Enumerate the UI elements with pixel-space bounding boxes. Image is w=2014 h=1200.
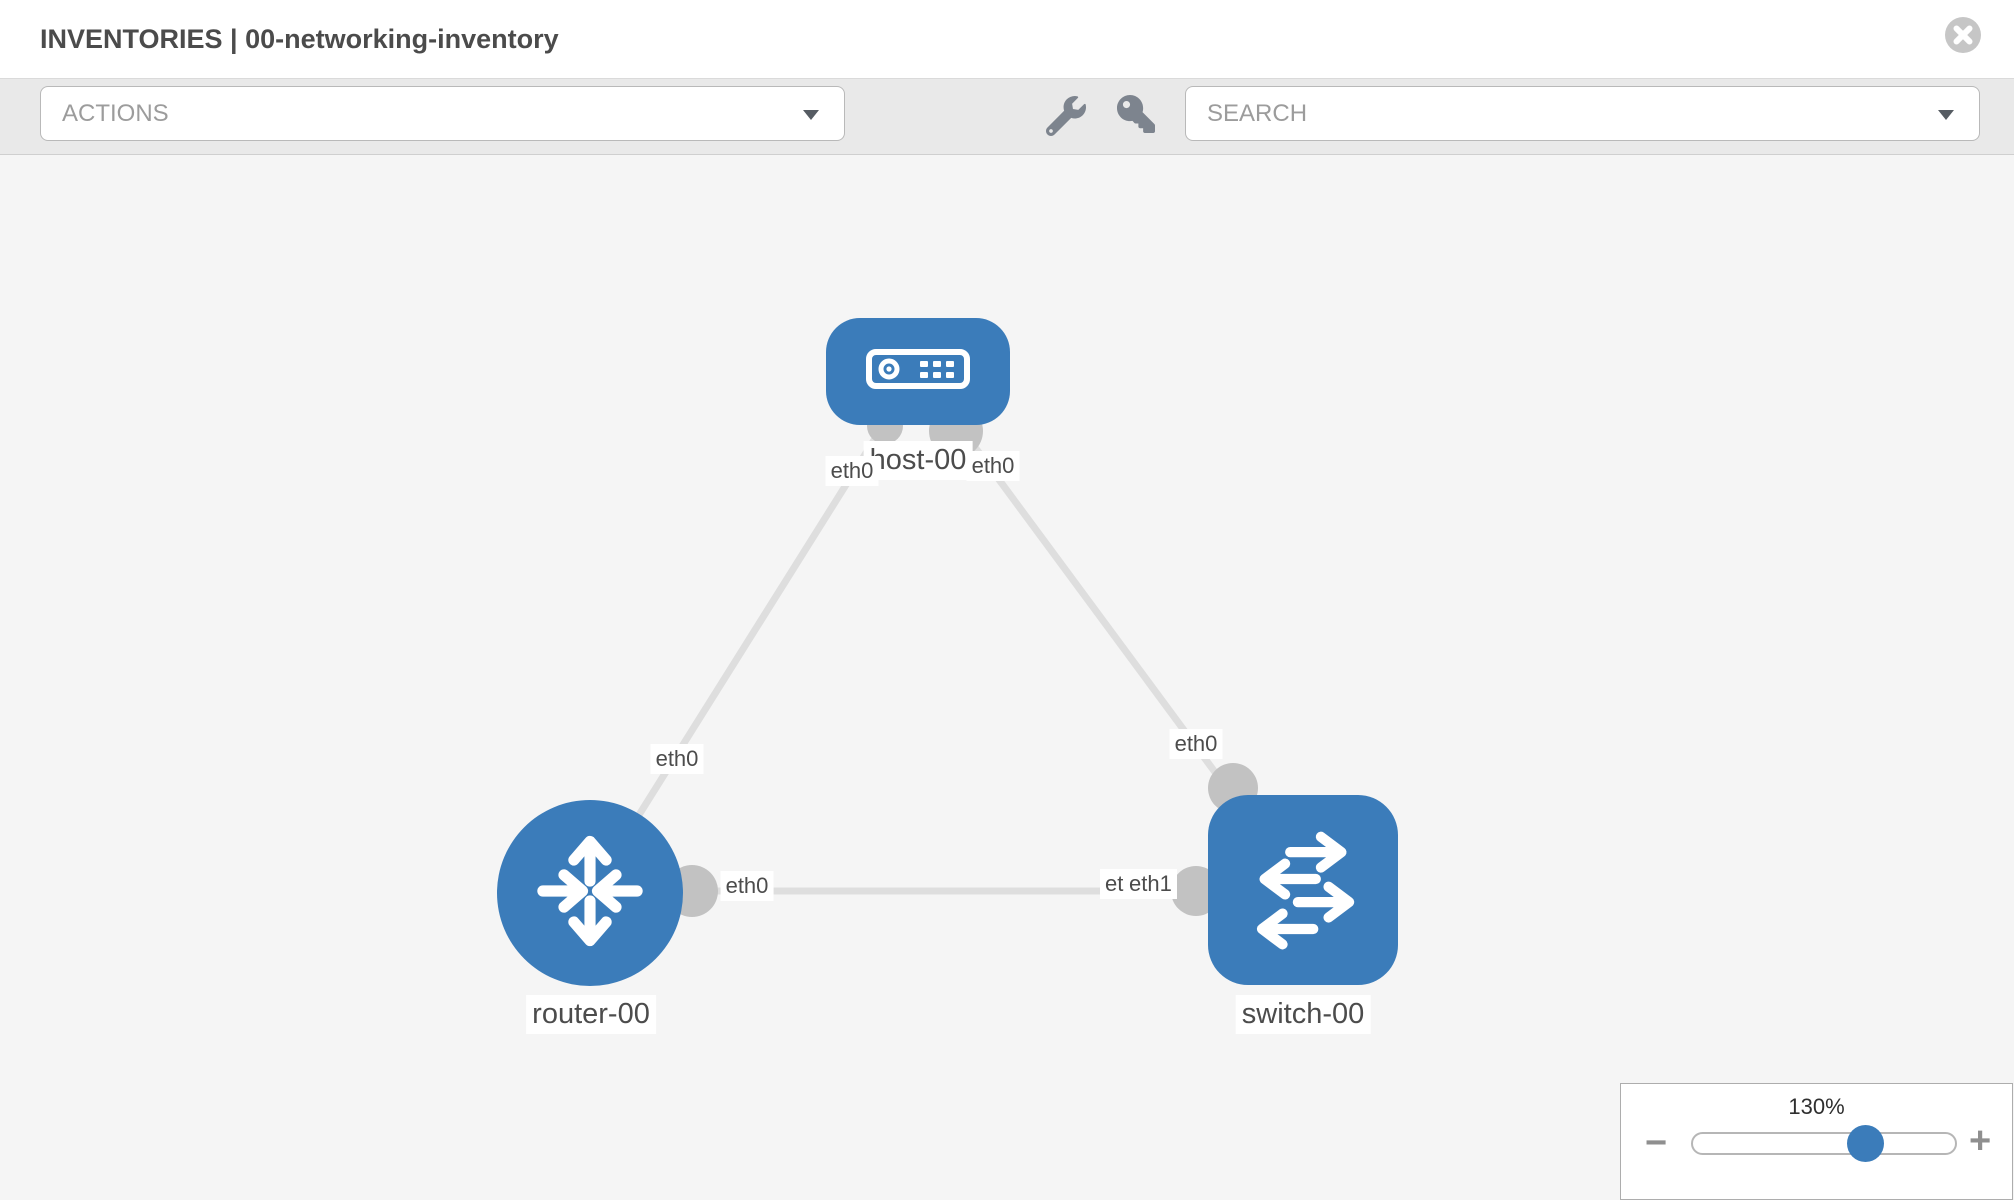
host-icon <box>865 348 971 395</box>
zoom-control-panel: 130% − + <box>1620 1083 2013 1200</box>
credentials-button[interactable] <box>1115 94 1157 136</box>
links-layer <box>587 367 1305 917</box>
iface-label-host-eth0-left: eth0 <box>825 456 879 486</box>
search-dropdown[interactable]: SEARCH <box>1185 86 1980 141</box>
close-button[interactable] <box>1944 16 1982 54</box>
node-router-00[interactable] <box>497 800 683 986</box>
wrench-icon <box>1045 96 1086 139</box>
iface-label-router-eth0-right: eth0 <box>720 871 774 901</box>
switch-icon <box>1239 824 1367 957</box>
zoom-level-value: 130% <box>1788 1094 1845 1119</box>
router-icon <box>528 829 652 958</box>
iface-label-switch-eth0-top: eth0 <box>1169 729 1223 759</box>
chevron-down-icon <box>803 110 819 120</box>
iface-label-host-eth0-right: eth0 <box>966 451 1020 481</box>
header-bar: INVENTORIES | 00-networking-inventory <box>0 0 2014 78</box>
page-title: INVENTORIES | 00-networking-inventory <box>40 24 559 54</box>
key-icon <box>1117 94 1155 136</box>
zoom-out-button[interactable]: − <box>1645 1122 1668 1164</box>
actions-dropdown-label: ACTIONS <box>62 100 169 127</box>
topology-canvas[interactable]: host-00 router-00 switch-00 eth0 eth0 et… <box>0 155 2014 1200</box>
zoom-in-button[interactable]: + <box>1969 1120 1992 1162</box>
chevron-down-icon <box>1938 110 1954 120</box>
node-host-00[interactable] <box>826 318 1010 425</box>
search-placeholder: SEARCH <box>1207 100 1308 127</box>
zoom-slider-track[interactable] <box>1691 1132 1957 1155</box>
zoom-slider-knob[interactable] <box>1847 1125 1884 1162</box>
node-switch-00[interactable] <box>1208 795 1398 985</box>
node-label-switch-00: switch-00 <box>1235 995 1371 1034</box>
toolbar: ACTIONS SEARCH <box>0 78 2014 155</box>
iface-label-router-eth0-top: eth0 <box>650 744 704 774</box>
close-icon <box>1944 17 1982 57</box>
interface-connectors <box>666 404 1258 917</box>
iface-label-switch-eth1: eth1 <box>1124 869 1177 899</box>
node-label-host-00: host-00 <box>863 441 973 480</box>
node-label-router-00: router-00 <box>526 995 656 1034</box>
actions-dropdown[interactable]: ACTIONS <box>40 86 845 141</box>
tools-button[interactable] <box>1045 96 1087 138</box>
